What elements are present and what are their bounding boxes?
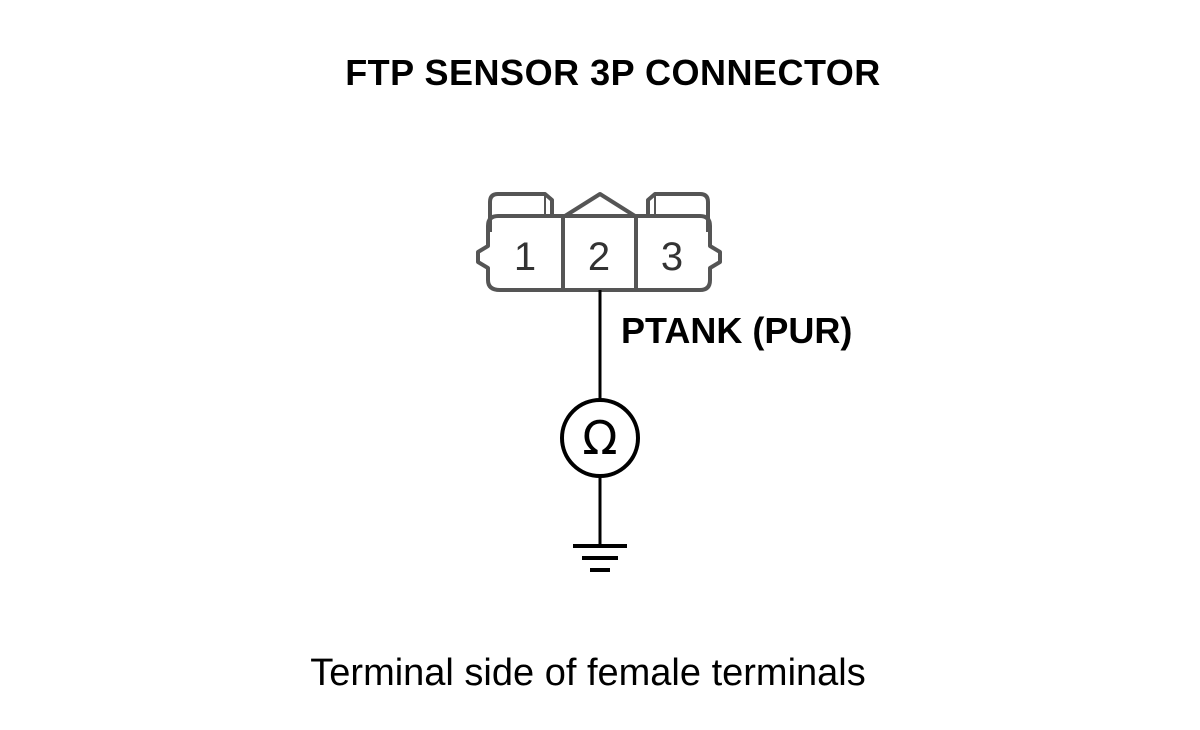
diagram-title: FTP SENSOR 3P CONNECTOR — [345, 52, 881, 93]
ohm-icon: Ω — [582, 411, 617, 465]
pin-1-label: 1 — [514, 235, 536, 279]
pin-3-label: 3 — [661, 235, 683, 279]
ground-icon — [573, 544, 627, 572]
connector-housing — [476, 192, 722, 292]
pin-2-label: 2 — [588, 235, 610, 279]
diagram-caption: Terminal side of female terminals — [310, 652, 866, 694]
wire-label: PTANK (PUR) — [621, 310, 853, 351]
ohmmeter-symbol: Ω — [560, 398, 640, 478]
